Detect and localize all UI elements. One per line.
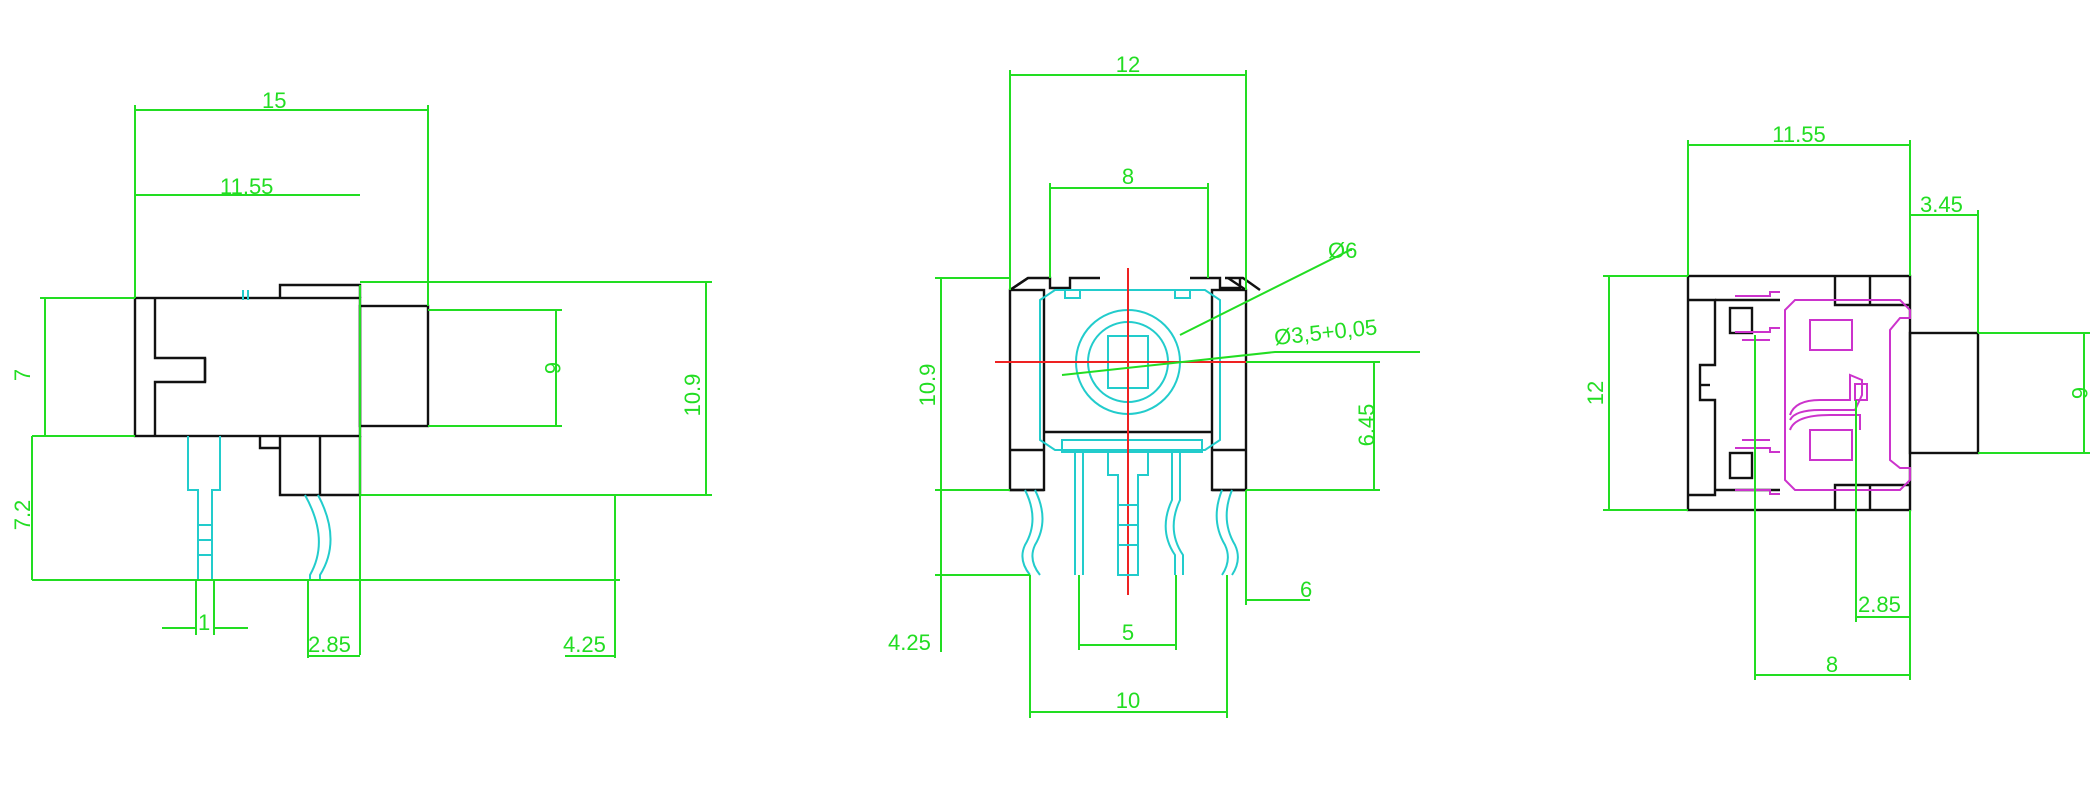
side-view: 15 11.55 7 6 10.9 7.2 1 2.85 4.25	[10, 88, 712, 658]
front-dim-phi6: Ø6	[1328, 238, 1357, 263]
front-dim-6: 6	[1300, 577, 1312, 602]
front-view-pins	[1021, 452, 1239, 576]
side-dim-7-2: 7.2	[10, 500, 35, 531]
front-view: 12 8 Ø6 Ø3,5+0,05 10.9 6.45 4.25 5 6 10	[888, 52, 1420, 718]
side-dim-4-25: 4.25	[563, 632, 606, 657]
bottom-dim-6: 6	[2067, 387, 2092, 399]
front-view-inner-frame	[1039, 289, 1221, 453]
bottom-dim-3-45: 3.45	[1920, 192, 1963, 217]
bottom-view-body	[1686, 274, 1980, 512]
bottom-dim-2-85: 2.85	[1858, 592, 1901, 617]
front-dim-10: 10	[1116, 688, 1140, 713]
bottom-dim-8: 8	[1826, 652, 1838, 677]
front-dim-10-9: 10.9	[915, 364, 940, 407]
front-dim-4-25: 4.25	[888, 630, 931, 655]
side-view-dimensions: 15 11.55 7 6 10.9 7.2 1 2.85 4.25	[10, 88, 712, 658]
bottom-view-inner-part	[1735, 291, 1911, 495]
bottom-dim-11-55: 11.55	[1772, 122, 1825, 147]
side-dim-15: 15	[262, 88, 286, 113]
front-dim-6-45: 6.45	[1354, 404, 1379, 447]
front-dim-phi3-5: Ø3,5+0,05	[1273, 314, 1378, 350]
front-dim-5: 5	[1122, 620, 1134, 645]
front-view-body	[1008, 276, 1261, 492]
side-dim-2-85: 2.85	[308, 632, 351, 657]
side-dim-11-55: 11.55	[220, 174, 273, 199]
side-dim-6: 6	[540, 362, 565, 374]
side-dim-10-9: 10.9	[680, 374, 705, 417]
bottom-view-dimensions: 11.55 3.45 12 6 2.85 8	[1583, 122, 2092, 680]
front-dim-8: 8	[1122, 164, 1134, 189]
front-view-dimensions: 12 8 Ø6 Ø3,5+0,05 10.9 6.45 4.25 5 6 10	[888, 52, 1420, 718]
side-dim-1: 1	[198, 610, 210, 635]
bottom-dim-12: 12	[1583, 381, 1608, 405]
side-dim-7: 7	[10, 369, 35, 381]
front-view-center-lines	[995, 268, 1272, 595]
bottom-view: 11.55 3.45 12 6 2.85 8	[1583, 122, 2092, 680]
side-view-body	[133, 283, 430, 497]
front-dim-12: 12	[1116, 52, 1140, 77]
